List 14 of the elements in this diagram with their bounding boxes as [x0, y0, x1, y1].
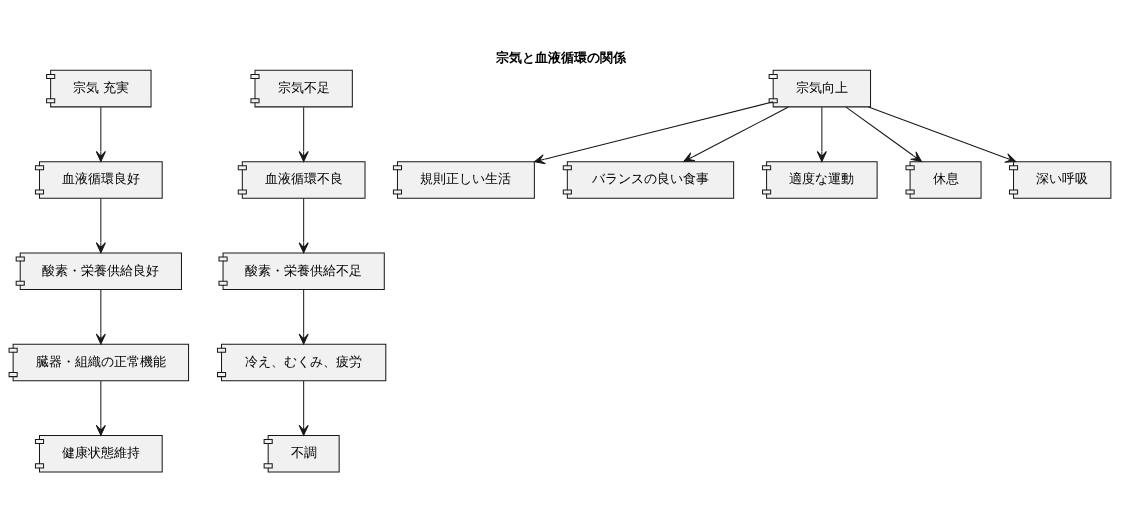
- arrow: [845, 106, 922, 162]
- arrow: [298, 380, 309, 436]
- arrow: [95, 198, 106, 254]
- arrow: [683, 106, 789, 162]
- arrow: [868, 106, 1017, 163]
- diagram-title: 宗気と血液循環の関係: [496, 49, 627, 65]
- arrow: [298, 289, 309, 345]
- arrow: [533, 101, 774, 165]
- arrow: [816, 106, 827, 163]
- arrow: [95, 106, 106, 163]
- arrow: [95, 289, 106, 345]
- arrow: [298, 198, 309, 254]
- arrow: [298, 106, 309, 163]
- arrow: [95, 380, 106, 436]
